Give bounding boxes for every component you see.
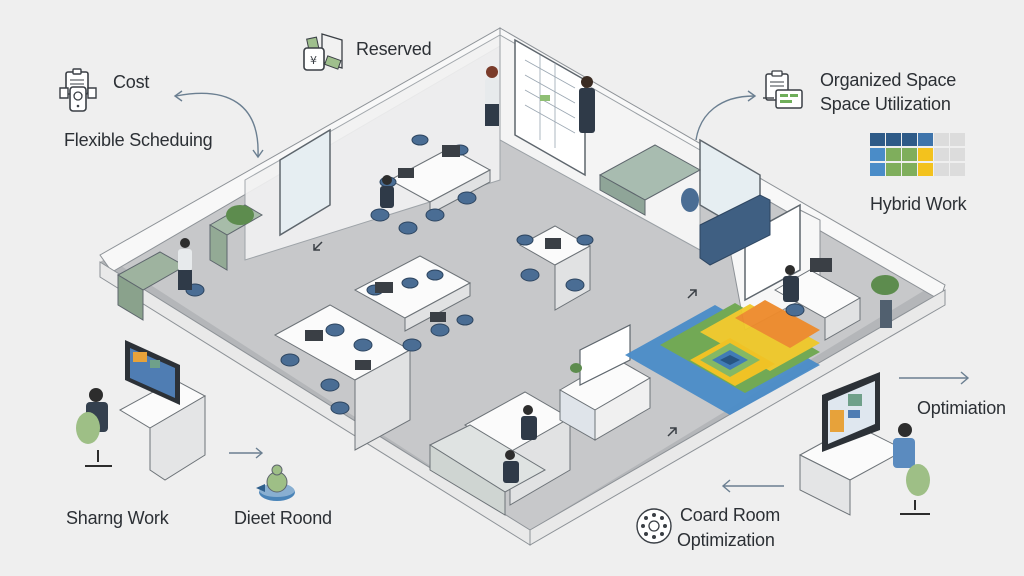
hybrid-grid-cell xyxy=(950,148,965,161)
flexible-scheduling-label: Flexible Scheduing xyxy=(64,130,213,150)
hybrid-work-grid xyxy=(870,133,965,176)
arrow-right-icon xyxy=(899,371,970,385)
hybrid-grid-cell xyxy=(934,148,949,161)
person-pin-icon xyxy=(253,460,299,506)
hybrid-grid-cell xyxy=(902,133,917,146)
board-room-label: Coard Room xyxy=(680,505,781,525)
hybrid-grid-cell xyxy=(902,148,917,161)
space-utilization-label: Space Utilization xyxy=(820,94,951,114)
hybrid-grid-cell xyxy=(870,148,885,161)
arrow-left-icon xyxy=(721,479,784,493)
hybrid-grid-cell xyxy=(918,163,933,176)
hybrid-grid-cell xyxy=(950,163,965,176)
hybrid-grid-cell xyxy=(870,163,885,176)
reserved-label: Reserved xyxy=(356,39,432,59)
hybrid-work-label: Hybrid Work xyxy=(870,194,967,214)
hybrid-grid-cell xyxy=(886,148,901,161)
curved-arrow-icon xyxy=(695,90,757,141)
people xyxy=(178,66,799,483)
optimization-label: Optimiation xyxy=(917,398,1006,418)
occupancy-heatmap xyxy=(625,300,820,415)
svg-text:¥: ¥ xyxy=(310,54,317,67)
reserved-card-icon: ¥ xyxy=(302,30,350,74)
board-room-optimization-label: Optimization xyxy=(677,530,775,550)
hybrid-grid-cell xyxy=(934,163,949,176)
hybrid-grid-cell xyxy=(934,133,949,146)
hybrid-grid-cell xyxy=(886,163,901,176)
hybrid-grid-cell xyxy=(950,133,965,146)
hybrid-grid-cell xyxy=(886,133,901,146)
round-table-icon xyxy=(634,506,674,546)
hybrid-grid-cell xyxy=(902,163,917,176)
hybrid-grid-cell xyxy=(870,133,885,146)
hybrid-grid-cell xyxy=(918,148,933,161)
hybrid-grid-cell xyxy=(918,133,933,146)
clipboard-documents-icon xyxy=(762,70,806,110)
clipboard-money-icon xyxy=(58,68,98,112)
curved-arrow-icon xyxy=(173,90,264,159)
cost-label: Cost xyxy=(113,72,150,92)
arrow-right-icon xyxy=(229,447,264,459)
organized-space-label: Organized Space xyxy=(820,70,957,90)
sharing-work-label: Sharng Work xyxy=(66,508,169,528)
direct-round-label: Dieet Roond xyxy=(234,508,332,528)
